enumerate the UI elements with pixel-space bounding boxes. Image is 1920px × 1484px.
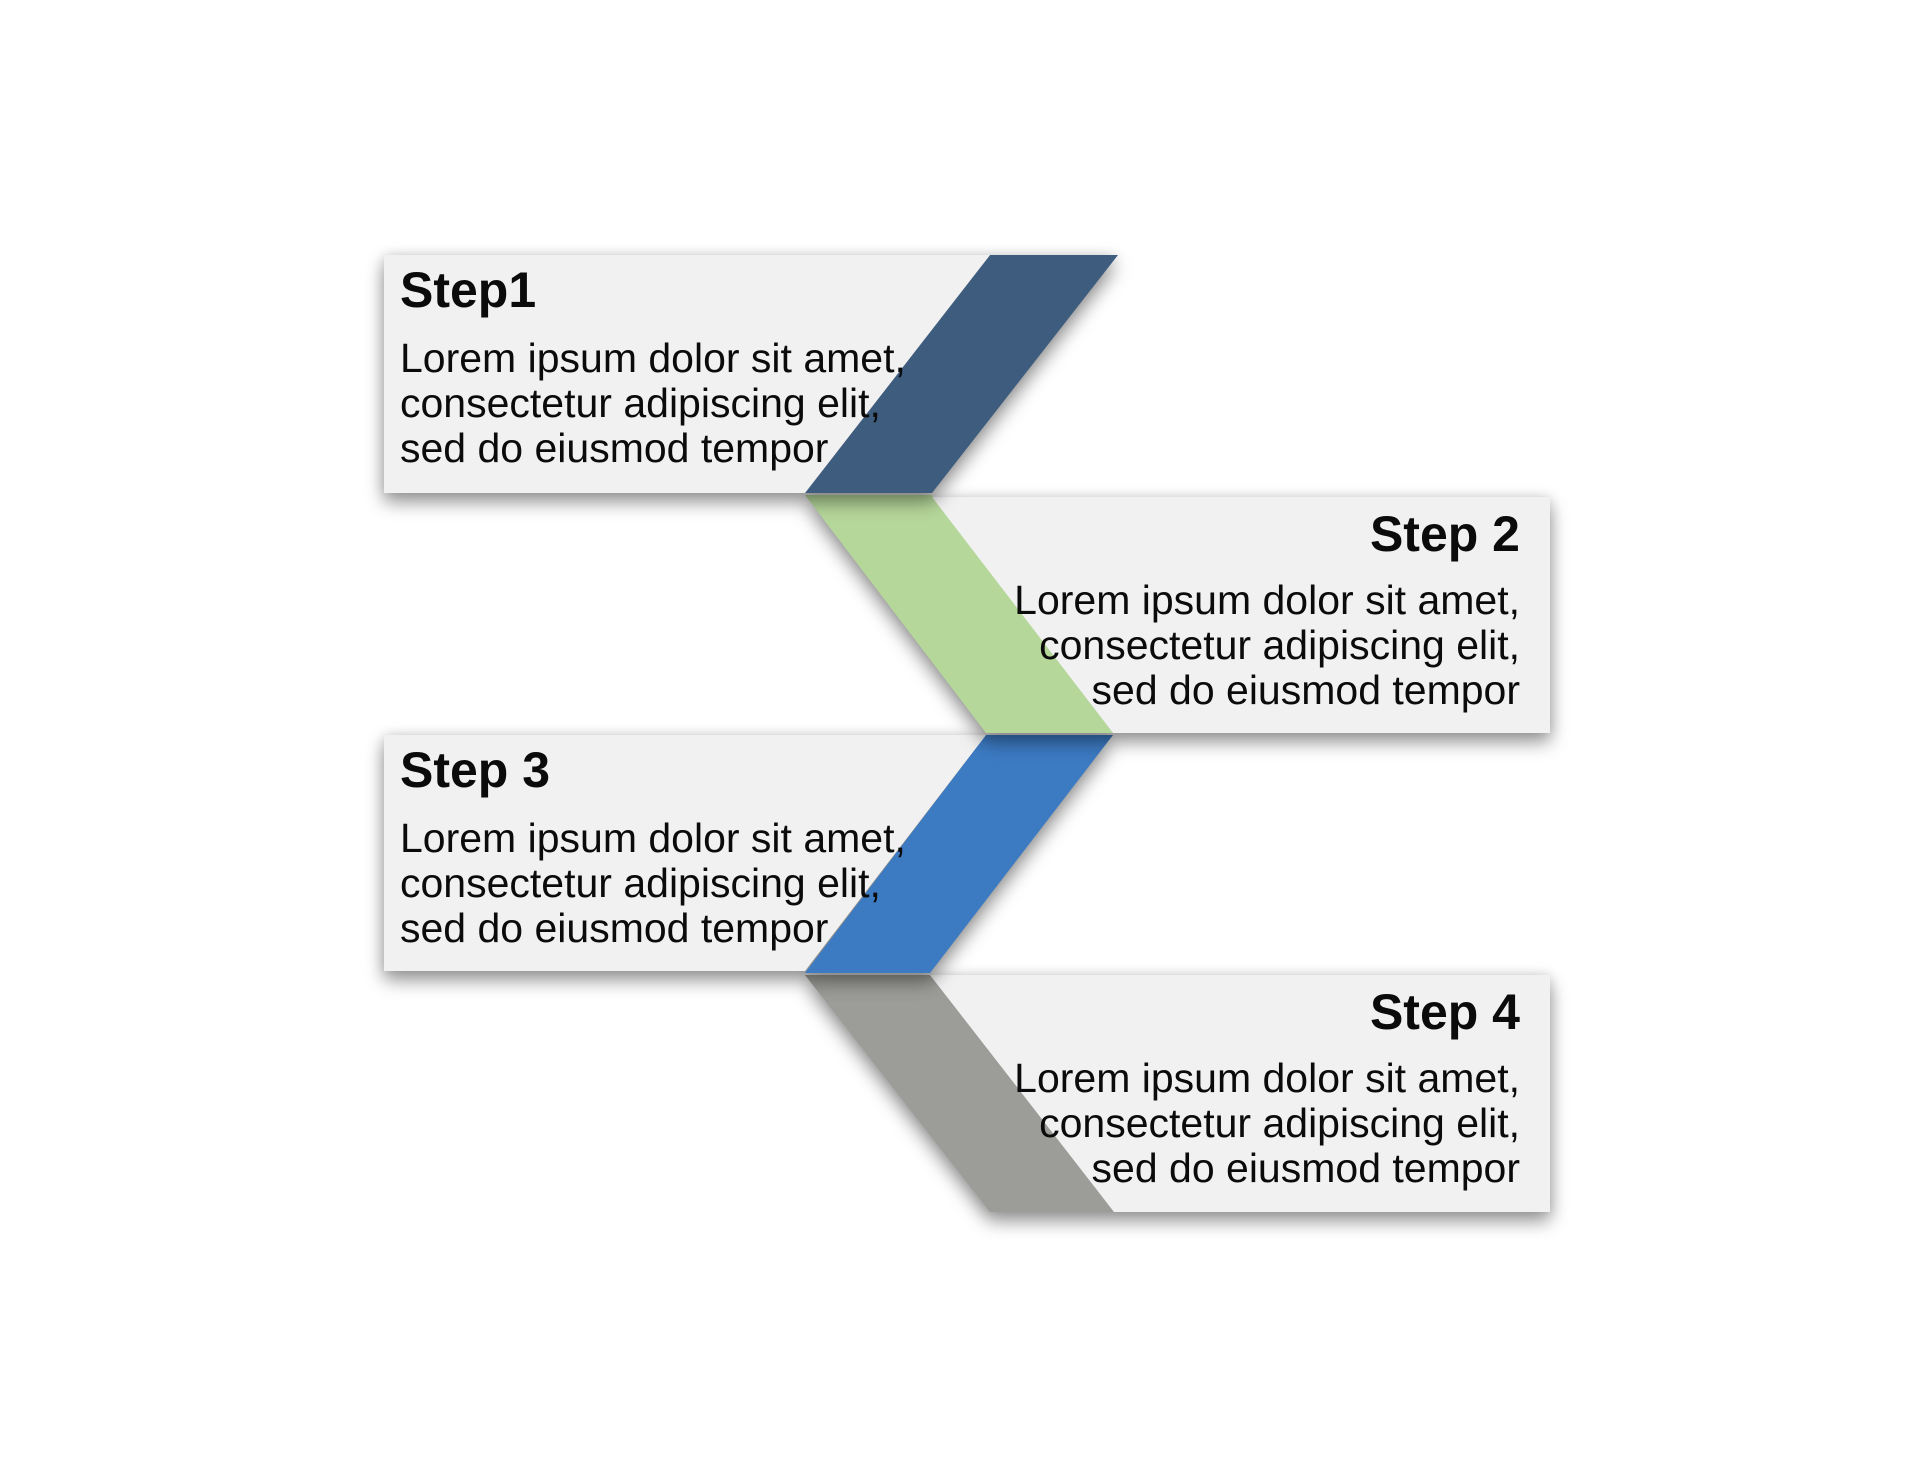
step3-description: Lorem ipsum dolor sit amet, consectetur … (400, 815, 906, 951)
step1-description: Lorem ipsum dolor sit amet, consectetur … (400, 335, 906, 471)
step4-description: Lorem ipsum dolor sit amet, consectetur … (1014, 1055, 1520, 1191)
step1-title: Step1 (400, 262, 537, 318)
step4-title: Step 4 (1369, 984, 1520, 1040)
step2-description: Lorem ipsum dolor sit amet, consectetur … (1014, 577, 1520, 713)
step2-title: Step 2 (1369, 506, 1520, 562)
step3-title: Step 3 (400, 742, 551, 798)
